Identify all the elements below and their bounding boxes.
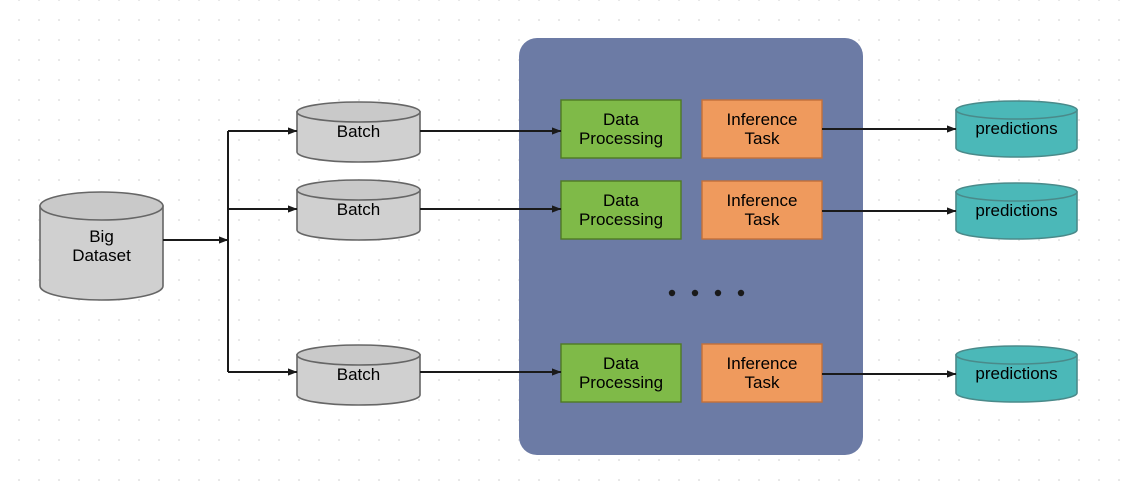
data-processing-box-2[interactable]: [560, 180, 682, 240]
inference-task-box-2[interactable]: [701, 180, 823, 240]
inference-task-box-1[interactable]: [701, 99, 823, 159]
batch-cylinder-2[interactable]: [296, 179, 421, 241]
ellipsis-dots: [668, 289, 745, 297]
big-dataset-cylinder[interactable]: [39, 191, 164, 301]
predictions-cylinder-3[interactable]: [955, 345, 1078, 403]
data-processing-box-1[interactable]: [560, 99, 682, 159]
batch-cylinder-1[interactable]: [296, 101, 421, 163]
batch-cylinder-3[interactable]: [296, 344, 421, 406]
predictions-cylinder-1[interactable]: [955, 100, 1078, 158]
predictions-cylinder-2[interactable]: [955, 182, 1078, 240]
data-processing-box-3[interactable]: [560, 343, 682, 403]
inference-task-box-3[interactable]: [701, 343, 823, 403]
